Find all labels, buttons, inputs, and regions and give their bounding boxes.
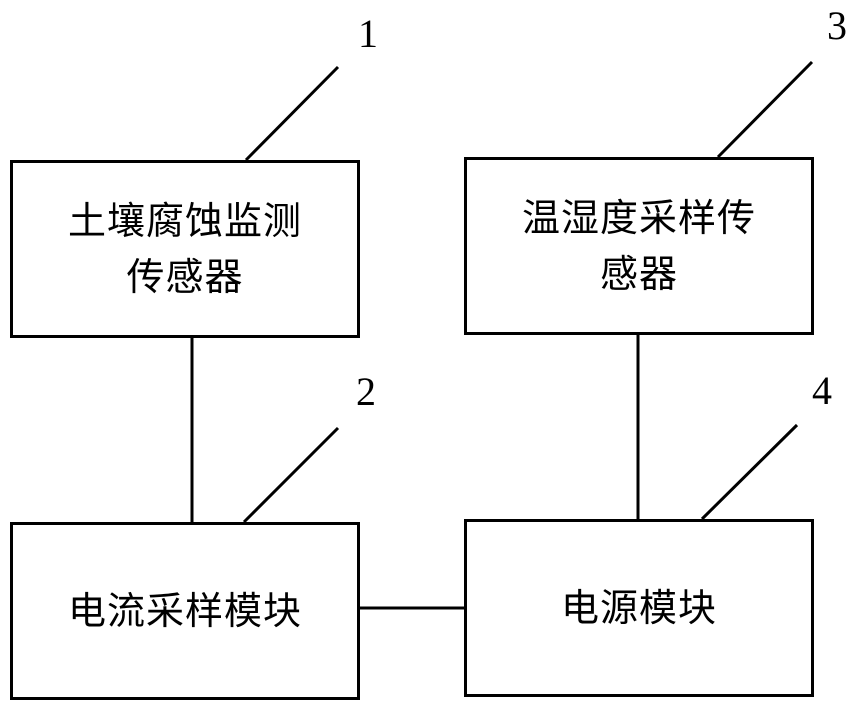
soil-sensor-line-2: 传感器 — [126, 255, 244, 299]
power-module-label: 电源模块 — [560, 586, 717, 630]
leader-line-4 — [700, 423, 799, 521]
temp-humidity-sensor-label: 温湿度采样传 感器 — [489, 190, 789, 302]
temp-humidity-sensor-block: 温湿度采样传 感器 — [464, 157, 814, 335]
reference-numeral-4: 4 — [812, 368, 832, 413]
leader-line-3 — [716, 60, 814, 159]
power-module-block: 电源模块 — [464, 519, 814, 697]
reference-numeral-3: 3 — [827, 3, 847, 48]
soil-corrosion-sensor-block: 土壤腐蚀监测 传感器 — [10, 160, 360, 338]
reference-numeral-1: 1 — [358, 11, 378, 56]
leader-line-2 — [242, 426, 340, 524]
current-sampling-module-block: 电流采样模块 — [10, 522, 360, 700]
soil-sensor-line-1: 土壤腐蚀监测 — [67, 199, 302, 243]
temp-sensor-line-1: 温湿度采样传 — [521, 196, 756, 240]
current-sampling-module-label: 电流采样模块 — [67, 589, 302, 633]
reference-numeral-2: 2 — [356, 369, 376, 414]
leader-line-1 — [244, 65, 340, 162]
temp-sensor-line-2: 感器 — [599, 252, 678, 296]
soil-corrosion-sensor-label: 土壤腐蚀监测 传感器 — [35, 193, 335, 305]
